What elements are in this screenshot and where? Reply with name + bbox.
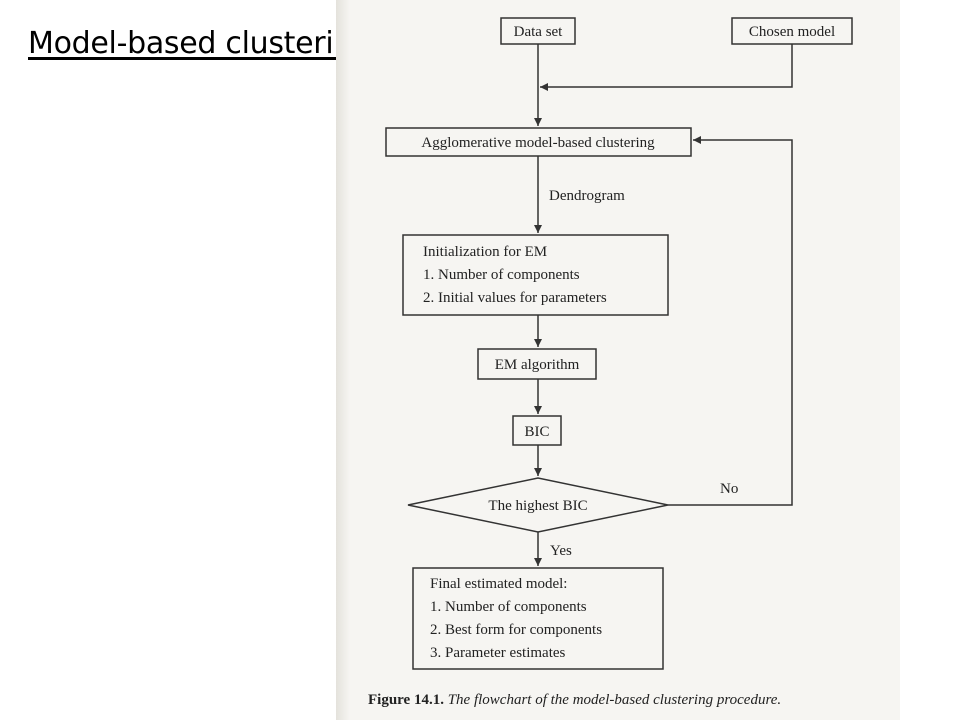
initialization-item-2: 2. Initial values for parameters	[423, 290, 607, 306]
edge-label-dendrogram: Dendrogram	[549, 188, 625, 204]
em-algorithm-box	[477, 348, 597, 380]
highest-bic-label: The highest BIC	[488, 498, 587, 514]
edge-chosen-model-merge	[540, 44, 793, 91]
bic-box	[512, 415, 562, 446]
final-model-item-3: 3. Parameter estimates	[430, 645, 566, 661]
final-model-title: Final estimated model:	[430, 576, 567, 592]
agglomerative-label: Agglomerative model-based clustering	[421, 135, 655, 151]
final-model-box	[412, 567, 664, 670]
bic-label: BIC	[524, 424, 549, 440]
caption-text: The flowchart of the model-based cluster…	[447, 692, 782, 708]
edge-label-yes: Yes	[550, 543, 572, 559]
em-algorithm-label: EM algorithm	[495, 357, 580, 373]
caption-label: Figure 14.1.	[368, 692, 444, 708]
final-model-item-2: 2. Best form for components	[430, 622, 602, 638]
page-edge-shadow	[336, 0, 350, 720]
final-model-item-1: 1. Number of components	[430, 599, 587, 615]
figure-caption: Figure 14.1. The flowchart of the model-…	[368, 692, 908, 709]
initialization-item-1: 1. Number of components	[423, 267, 580, 283]
chosen-model-label: Chosen model	[749, 24, 835, 40]
slide-title: Model-based clustering	[28, 26, 371, 61]
edge-label-no: No	[720, 481, 738, 497]
edge-decision-no-loop	[668, 136, 793, 506]
data-set-label: Data set	[514, 24, 564, 40]
initialization-title: Initialization for EM	[423, 244, 547, 260]
scanned-figure-page	[336, 0, 900, 720]
initialization-box	[402, 234, 669, 316]
